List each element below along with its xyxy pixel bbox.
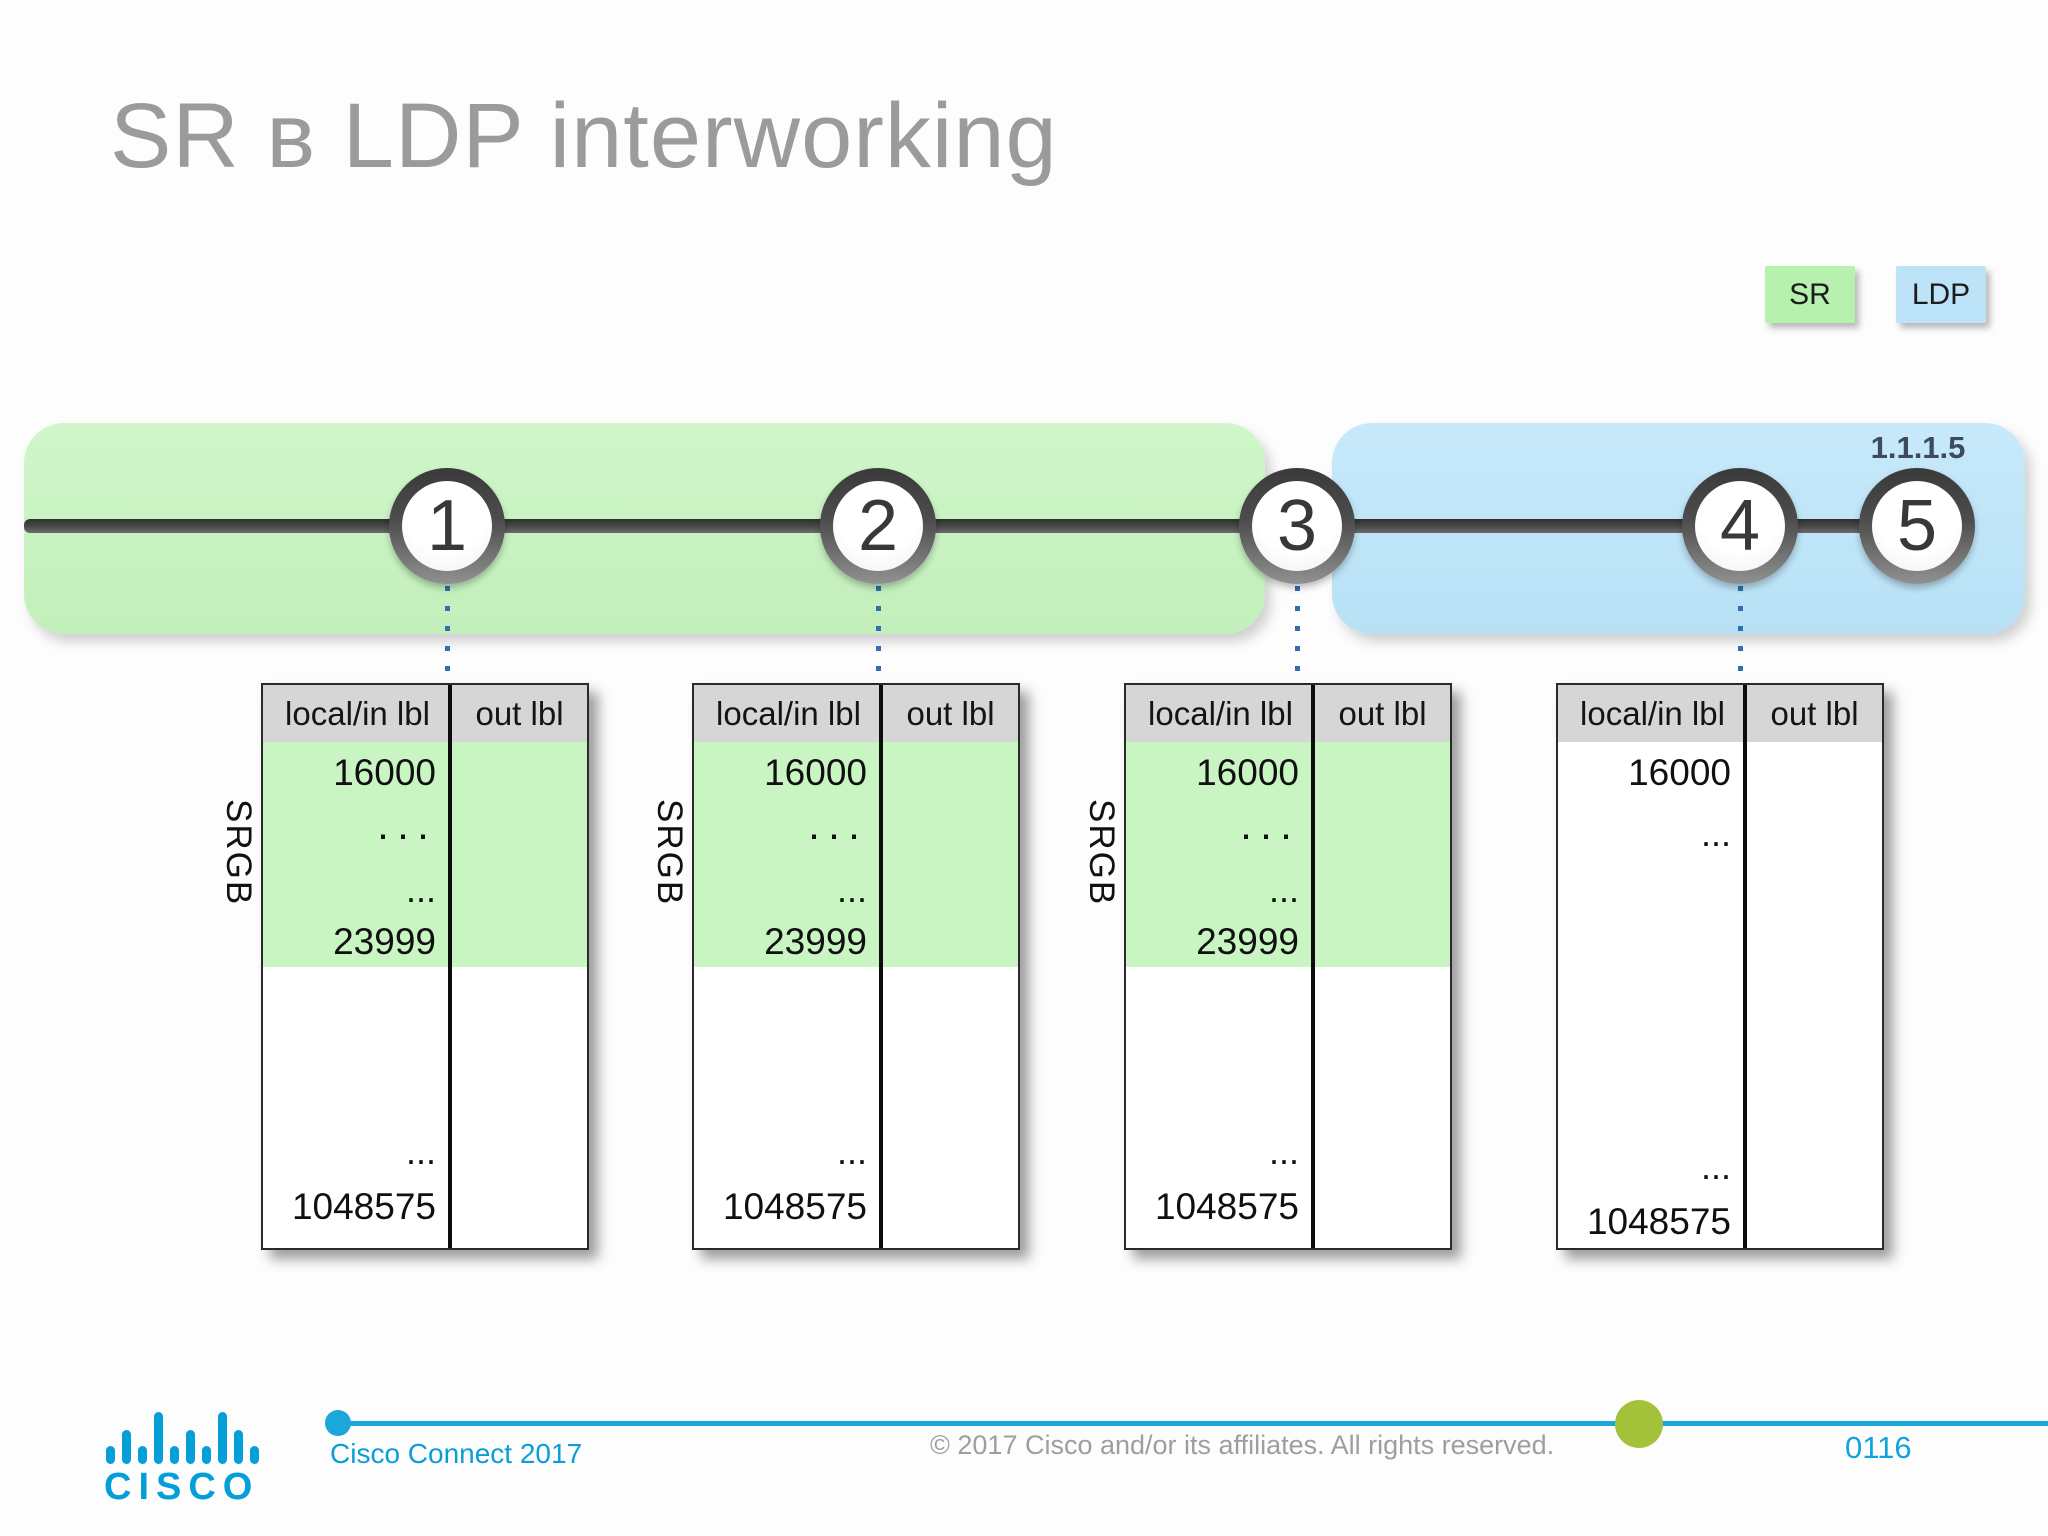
table-column-divider xyxy=(1311,685,1315,1248)
node-1-table-connector xyxy=(445,586,450,683)
table-row: 1048575 xyxy=(722,1186,867,1227)
header-local-in-lbl: local/in lbl xyxy=(1148,694,1293,732)
footer-line-start-dot xyxy=(325,1410,351,1436)
label-table-node3: local/in lbl out lbl 16000 ··· ... 23999… xyxy=(1124,683,1452,1250)
table-row: ... xyxy=(1700,1146,1731,1187)
label-table-node4: local/in lbl out lbl 16000 ... ... 10485… xyxy=(1556,683,1884,1250)
legend-ldp-label: LDP xyxy=(1911,277,1971,311)
table-row: ... xyxy=(836,869,867,910)
srgb-label-node1: SRGB xyxy=(219,799,258,907)
header-local-in-lbl: local/in lbl xyxy=(1580,694,1725,732)
event-name: Cisco Connect 2017 xyxy=(330,1438,583,1469)
table-row: ··· xyxy=(807,810,867,857)
legend-ldp: LDP xyxy=(1896,266,1986,323)
table-row: 16000 xyxy=(1196,752,1299,793)
table-row: ··· xyxy=(1239,810,1299,857)
srgb-label-node2: SRGB xyxy=(650,799,689,907)
node5-address: 1.1.1.5 xyxy=(1870,430,1966,465)
header-out-lbl: out lbl xyxy=(1770,694,1859,732)
table-row: 1048575 xyxy=(1586,1201,1731,1242)
table-row: 1048575 xyxy=(1154,1186,1299,1227)
srgb-label-node3: SRGB xyxy=(1082,799,1121,907)
node-2-table-connector xyxy=(876,586,881,683)
node-3: 3 xyxy=(1239,468,1355,584)
node-4-table-connector xyxy=(1738,586,1743,683)
network-link-line xyxy=(24,519,1917,533)
header-out-lbl: out lbl xyxy=(1338,694,1427,732)
table-row: 23999 xyxy=(1196,920,1299,962)
footer-accent-line xyxy=(337,1421,2048,1426)
header-out-lbl: out lbl xyxy=(475,694,564,732)
table-row: 23999 xyxy=(333,920,436,962)
table-row: 1048575 xyxy=(291,1186,436,1227)
table-row: ... xyxy=(1268,869,1299,910)
header-out-lbl: out lbl xyxy=(906,694,995,732)
table-row: ... xyxy=(405,1131,436,1172)
node-2-label: 2 xyxy=(833,481,923,571)
slide-number: 0116 xyxy=(1845,1430,1912,1465)
node-1-label: 1 xyxy=(402,481,492,571)
table-column-divider xyxy=(448,685,452,1248)
node-4: 4 xyxy=(1682,468,1798,584)
table-row: 23999 xyxy=(764,920,867,962)
srgb-range-block: 16000 ··· ... 23999 xyxy=(263,742,587,967)
table-row: ... xyxy=(1268,1131,1299,1172)
legend-sr-label: SR xyxy=(1789,277,1831,311)
table-header: local/in lbl out lbl xyxy=(263,685,587,742)
table-spacer xyxy=(263,967,587,1127)
node-3-table-connector xyxy=(1295,586,1300,683)
table-column-divider xyxy=(879,685,883,1248)
table-header: local/in lbl out lbl xyxy=(1126,685,1450,742)
table-row: ... xyxy=(836,1131,867,1172)
table-row: 16000 xyxy=(1628,752,1731,793)
node-2: 2 xyxy=(820,468,936,584)
legend-sr: SR xyxy=(1765,266,1855,323)
table-row: ... xyxy=(1700,813,1731,854)
table-spacer xyxy=(694,967,1018,1127)
header-local-in-lbl: local/in lbl xyxy=(716,694,861,732)
table-spacer xyxy=(1558,864,1882,1142)
table-row: ... xyxy=(405,869,436,910)
node-3-label: 3 xyxy=(1252,481,1342,571)
cisco-logo-icon xyxy=(106,1412,262,1464)
table-spacer xyxy=(1126,967,1450,1127)
node-5-label: 5 xyxy=(1872,481,1962,571)
table-row: ··· xyxy=(376,810,436,857)
table-row: 16000 xyxy=(333,752,436,793)
node-4-label: 4 xyxy=(1695,481,1785,571)
table-header: local/in lbl out lbl xyxy=(694,685,1018,742)
copyright-notice: © 2017 Cisco and/or its affiliates. All … xyxy=(930,1430,1555,1460)
cisco-logo-wordmark: CISCO xyxy=(104,1466,260,1508)
table-header: local/in lbl out lbl xyxy=(1558,685,1882,742)
node-1: 1 xyxy=(389,468,505,584)
page-title: SR в LDP interworking xyxy=(110,85,1058,187)
srgb-range-block: 16000 ··· ... 23999 xyxy=(1126,742,1450,967)
srgb-range-block: 16000 ··· ... 23999 xyxy=(694,742,1018,967)
node-5: 5 xyxy=(1859,468,1975,584)
table-column-divider xyxy=(1743,685,1747,1248)
label-table-node2: local/in lbl out lbl 16000 ··· ... 23999… xyxy=(692,683,1020,1250)
header-local-in-lbl: local/in lbl xyxy=(285,694,430,732)
table-row: 16000 xyxy=(764,752,867,793)
footer-progress-marker xyxy=(1615,1400,1663,1448)
label-table-node1: local/in lbl out lbl 16000 ··· ... 23999… xyxy=(261,683,589,1250)
